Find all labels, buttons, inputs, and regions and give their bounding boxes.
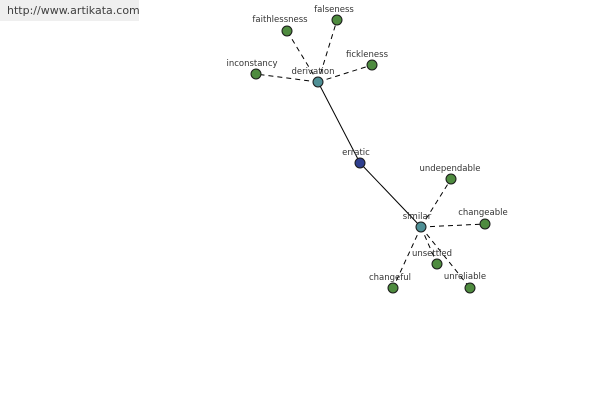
node-undependable[interactable] xyxy=(445,173,457,185)
node-unreliable-label[interactable]: unreliable xyxy=(444,272,486,282)
node-inconstancy-label[interactable]: inconstancy xyxy=(226,59,277,69)
node-falseness-label[interactable]: falseness xyxy=(314,5,354,15)
node-erratic-label[interactable]: erratic xyxy=(342,148,370,158)
node-changeful[interactable] xyxy=(387,282,399,294)
edge-derivation-falseness xyxy=(317,19,338,83)
node-inconstancy[interactable] xyxy=(250,68,262,80)
node-changeable[interactable] xyxy=(479,218,491,230)
source-url[interactable]: http://www.artikata.com xyxy=(0,0,140,21)
edge-similar-unreliable xyxy=(420,226,471,289)
node-falseness[interactable] xyxy=(331,14,343,26)
node-fickleness[interactable] xyxy=(366,59,378,71)
node-erratic[interactable] xyxy=(354,157,366,169)
edge-derivation-fickleness xyxy=(317,64,373,83)
node-changeable-label[interactable]: changeable xyxy=(458,208,507,218)
node-changeful-label[interactable]: changeful xyxy=(369,273,411,283)
node-unreliable[interactable] xyxy=(464,282,476,294)
edge-similar-undependable xyxy=(420,178,452,228)
node-derivation-label[interactable]: derivation xyxy=(291,67,334,77)
edge-similar-unsettled xyxy=(420,226,438,265)
edge-similar-changeable xyxy=(420,223,486,228)
node-unsettled[interactable] xyxy=(431,258,443,270)
edge-derivation-faithlessness xyxy=(286,30,319,83)
edge-similar-changeful xyxy=(392,226,422,289)
node-similar-label[interactable]: similar xyxy=(403,212,432,222)
node-faithlessness[interactable] xyxy=(281,25,293,37)
node-undependable-label[interactable]: undependable xyxy=(419,164,480,174)
node-fickleness-label[interactable]: fickleness xyxy=(346,50,389,60)
node-derivation[interactable] xyxy=(312,76,324,88)
node-unsettled-label[interactable]: unsettled xyxy=(412,249,452,259)
node-faithlessness-label[interactable]: faithlessness xyxy=(252,15,308,25)
edge-derivation-inconstancy xyxy=(255,73,319,83)
node-similar[interactable] xyxy=(415,221,427,233)
edge-erratic-derivation xyxy=(317,81,361,164)
edge-erratic-similar xyxy=(359,162,422,228)
